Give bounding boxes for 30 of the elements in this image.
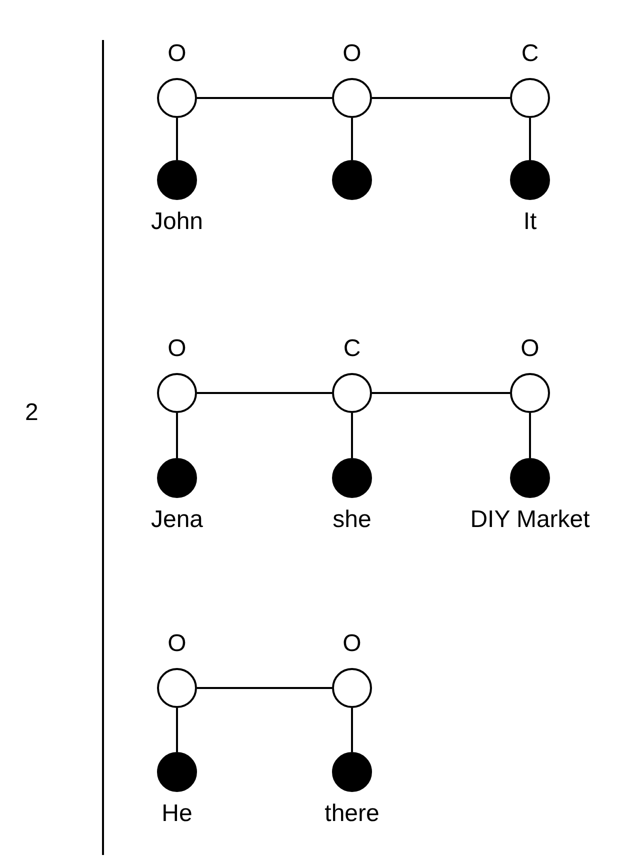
node-label: C <box>343 335 361 363</box>
connector-line <box>176 413 178 458</box>
connector-line <box>176 118 178 160</box>
node-label: Jena <box>150 506 204 534</box>
node-label: John <box>150 208 204 236</box>
connector-line <box>529 118 531 160</box>
node-label: O <box>520 335 540 363</box>
connector-line <box>176 708 178 752</box>
connector-line <box>372 97 510 99</box>
connector-line <box>351 413 353 458</box>
node-label: He <box>162 800 192 828</box>
node-label: O <box>342 630 362 658</box>
node-label: It <box>523 208 537 236</box>
filled-circle <box>332 160 372 200</box>
node-label: O <box>168 630 186 658</box>
node-label: there <box>324 800 380 828</box>
connector-line <box>197 687 332 689</box>
node-label: O <box>168 40 186 68</box>
node-label: O <box>168 335 186 363</box>
connector-line <box>197 97 332 99</box>
node-label: C <box>521 40 539 68</box>
node-label: O <box>342 40 362 68</box>
node-label: DIY Market <box>470 506 590 534</box>
connector-line <box>351 118 353 160</box>
connector-line <box>351 708 353 752</box>
connector-line <box>529 413 531 458</box>
row-number: 2 <box>25 399 38 427</box>
node-label: she <box>332 506 372 534</box>
connector-line <box>197 392 332 394</box>
connector-line <box>372 392 510 394</box>
